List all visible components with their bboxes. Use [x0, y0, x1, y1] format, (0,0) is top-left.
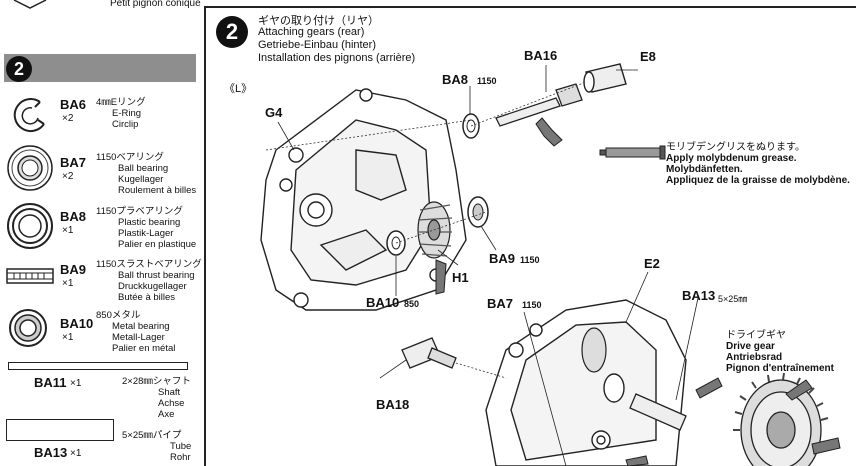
shaft-icon: [8, 362, 188, 370]
callout-ba13: BA13: [682, 288, 716, 303]
part-code-ba13: BA13: [34, 445, 68, 460]
part-code-ba7: BA7: [60, 155, 87, 170]
part-desc-en: Tube: [170, 441, 192, 452]
left-step-number: 2: [6, 56, 32, 82]
step-number: 2: [216, 16, 248, 48]
tube-icon: [6, 419, 114, 441]
step-title-de: Getriebe-Einbau (hinter): [258, 39, 377, 51]
part-code-ba10: BA10: [60, 316, 94, 331]
part-desc-fr: Roulement à billes: [118, 185, 197, 196]
callout-ba10-size: 850: [404, 299, 420, 309]
panel-divider: [204, 8, 206, 466]
part-code-ba6: BA6: [60, 97, 87, 112]
part-desc-jp: 5×25㎜パイプ: [122, 430, 182, 441]
grease-note-en: Apply molybdenum grease.: [666, 153, 797, 164]
drive-gear-fr: Pignon d'entraînement: [726, 363, 834, 374]
gearbox-housing-right: [485, 299, 687, 466]
part-desc-fr: Butée à billes: [118, 292, 176, 303]
part-desc-de: Kugellager: [118, 174, 164, 185]
part-desc-jp: 1150スラストベアリング: [96, 259, 202, 270]
callout-ba18: BA18: [376, 397, 410, 412]
callout-e2: E2: [644, 256, 660, 271]
part-qty-ba9: ×1: [62, 278, 74, 289]
assembly-diagram: [260, 63, 841, 466]
part-desc-jp: 1150プラベアリング: [96, 206, 183, 217]
callout-ba13-size: 5×25㎜: [718, 294, 748, 304]
grease-note-jp: モリブデングリスをぬります。: [666, 142, 805, 153]
callout-ba7: BA7: [487, 296, 514, 311]
part-desc-jp: 2×28㎜シャフト: [122, 376, 191, 387]
parts-header-bar: [4, 54, 196, 82]
plastic-bearing-icon: [7, 203, 53, 249]
callout-g4: G4: [265, 105, 283, 120]
drive-gear-en: Drive gear: [726, 341, 775, 352]
callout-ba16: BA16: [524, 48, 558, 63]
part-qty-ba11: ×1: [70, 378, 82, 389]
step-title-fr: Installation des pignons (arrière): [258, 52, 416, 64]
part-desc-jp: 850メタル: [96, 310, 141, 321]
grease-tube-icon: [599, 145, 666, 160]
callout-e8: E8: [640, 49, 656, 64]
part-code-ba9: BA9: [60, 262, 87, 277]
part-desc-en: Ball thrust bearing: [118, 270, 195, 281]
drive-gear-jp: ドライブギヤ: [726, 330, 786, 341]
part-desc-de: Druckkugellager: [118, 281, 187, 292]
output-cup: [401, 337, 457, 369]
callout-ba8: BA8: [442, 72, 469, 87]
top-caption: Petit pignon conique: [110, 0, 201, 9]
thrust-bearing-icon: [6, 268, 54, 284]
part-qty-ba8: ×1: [62, 225, 74, 236]
drive-gear: [733, 372, 829, 466]
part-desc-jp: 1150ベアリング: [96, 152, 164, 163]
part-code-ba11: BA11: [34, 375, 67, 390]
step-title-en: Attaching gears (rear): [258, 26, 365, 38]
callout-ba8-size: 1150: [477, 76, 497, 86]
part-desc-de: Plastik-Lager: [118, 228, 174, 239]
part-desc-en: Shaft: [158, 387, 181, 398]
part-desc-en: Metal bearing: [112, 321, 170, 332]
part-desc-fr: Palier en plastique: [118, 239, 197, 250]
part-desc-fr: Circlip: [112, 119, 139, 130]
part-desc-de: Achse: [158, 398, 185, 409]
part-desc-de: Rohr: [170, 452, 191, 463]
callout-ba7-size: 1150: [522, 300, 542, 310]
part-desc-de: Metall-Lager: [112, 332, 165, 343]
part-qty-ba10: ×1: [62, 332, 74, 343]
side-label: 《L》: [224, 83, 253, 95]
callout-ba10: BA10: [366, 295, 400, 310]
pinion-shaft: [495, 83, 583, 127]
part-qty-ba13: ×1: [70, 448, 82, 459]
part-qty-ba7: ×2: [62, 171, 74, 182]
cup-joint: [583, 63, 627, 93]
panel-top-rule: [204, 6, 856, 8]
ball-bearing-icon: [7, 145, 53, 191]
part-code-ba8: BA8: [60, 209, 87, 224]
gearbox-housing-left: [260, 88, 467, 311]
callout-h1: H1: [452, 270, 469, 285]
part-desc-en: Plastic bearing: [118, 217, 181, 228]
part-desc-jp: 4㎜Eリング: [96, 97, 146, 108]
part-desc-fr: Palier en métal: [112, 343, 176, 354]
part-qty-ba6: ×2: [62, 113, 74, 124]
step-title-jp: ギヤの取り付け（リヤ）: [258, 15, 379, 27]
part-desc-en: Ball bearing: [118, 163, 169, 174]
part-desc-fr: Axe: [158, 409, 175, 420]
e-ring-icon: [13, 98, 45, 133]
grease-note-de: Molybdänfetten.: [666, 164, 743, 175]
callout-ba9: BA9: [489, 251, 516, 266]
part-desc-en: E-Ring: [112, 108, 142, 119]
metal-bearing-icon: [9, 309, 47, 347]
partial-part-illustration: [13, 0, 47, 9]
callout-ba9-size: 1150: [520, 255, 540, 265]
drive-gear-de: Antriebsrad: [726, 352, 783, 363]
grease-note-fr: Appliquez de la graisse de molybdène.: [666, 175, 850, 186]
